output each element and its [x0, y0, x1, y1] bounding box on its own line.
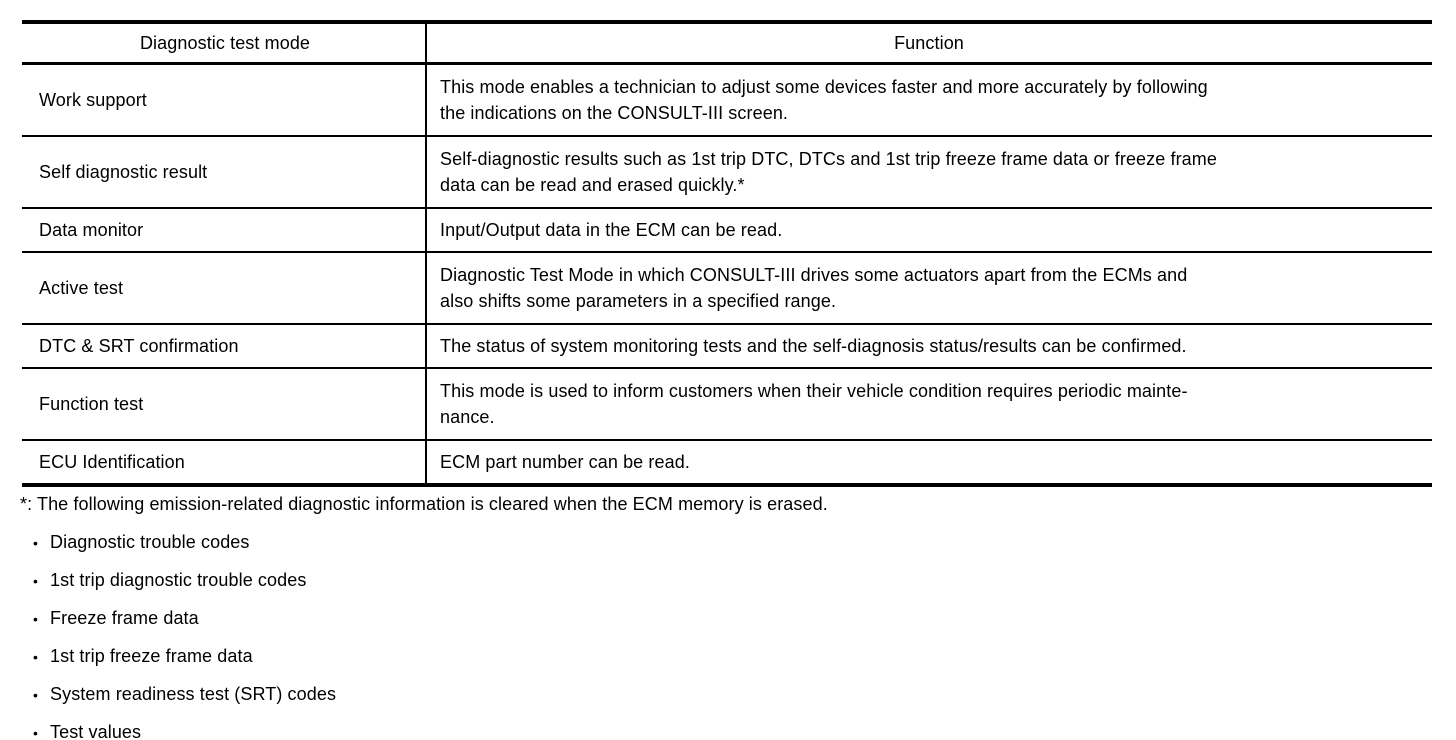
- list-item-test-values: • Test values: [20, 721, 1440, 740]
- list-item-freeze-frame-data: • Freeze frame data: [20, 607, 1440, 630]
- function-cell: The status of system monitoring tests an…: [440, 336, 1187, 356]
- mode-cell: DTC & SRT confirmation: [22, 325, 427, 367]
- function-cell: This mode enables a technician to adjust…: [440, 77, 1208, 123]
- function-cell: ECM part number can be read.: [440, 452, 690, 472]
- bullet-icon: •: [33, 687, 39, 703]
- bullet-icon: •: [33, 535, 39, 551]
- header-diagnostic-test-mode: Diagnostic test mode: [22, 24, 427, 62]
- table-row-data-monitor: Data monitor Input/Output data in the EC…: [22, 209, 1432, 253]
- bullet-icon: •: [33, 573, 39, 589]
- table-row-dtc-srt-confirmation: DTC & SRT confirmation The status of sys…: [22, 325, 1432, 369]
- list-item-diagnostic-trouble-codes: • Diagnostic trouble codes: [20, 531, 1440, 554]
- list-item-system-readiness-test-codes: • System readiness test (SRT) codes: [20, 683, 1440, 706]
- table-row-function-test: Function test This mode is used to infor…: [22, 369, 1432, 441]
- mode-cell: Self diagnostic result: [22, 137, 427, 207]
- mode-cell: ECU Identification: [22, 441, 427, 483]
- mode-cell: Work support: [22, 65, 427, 135]
- header-function: Function: [894, 33, 964, 53]
- footnote-section: *: The following emission-related diagno…: [20, 493, 1440, 740]
- list-item-1st-trip-diagnostic-trouble-codes: • 1st trip diagnostic trouble codes: [20, 569, 1440, 592]
- function-cell: Input/Output data in the ECM can be read…: [440, 220, 783, 240]
- table-header-row: Diagnostic test mode Function: [22, 24, 1432, 65]
- function-cell: Diagnostic Test Mode in which CONSULT-II…: [440, 265, 1188, 311]
- list-item-label: 1st trip freeze frame data: [50, 646, 253, 666]
- list-item-label: Freeze frame data: [50, 608, 199, 628]
- list-item-label: Test values: [50, 722, 142, 740]
- emission-info-list: • Diagnostic trouble codes • 1st trip di…: [20, 531, 1440, 740]
- mode-cell: Active test: [22, 253, 427, 323]
- table-row-active-test: Active test Diagnostic Test Mode in whic…: [22, 253, 1432, 325]
- mode-cell: Function test: [22, 369, 427, 439]
- list-item-1st-trip-freeze-frame-data: • 1st trip freeze frame data: [20, 645, 1440, 668]
- diagnostic-test-mode-table: Diagnostic test mode Function Work suppo…: [22, 20, 1432, 487]
- bullet-icon: •: [33, 725, 39, 740]
- list-item-label: System readiness test (SRT) codes: [50, 684, 337, 704]
- function-cell: This mode is used to inform customers wh…: [440, 381, 1188, 427]
- bullet-icon: •: [33, 611, 39, 627]
- table-row-self-diagnostic-result: Self diagnostic result Self-diagnostic r…: [22, 137, 1432, 209]
- table-row-ecu-identification: ECU Identification ECM part number can b…: [22, 441, 1432, 483]
- bullet-icon: •: [33, 649, 39, 665]
- list-item-label: Diagnostic trouble codes: [50, 532, 250, 552]
- mode-cell: Data monitor: [22, 209, 427, 251]
- function-cell: Self-diagnostic results such as 1st trip…: [440, 149, 1217, 195]
- list-item-label: 1st trip diagnostic trouble codes: [50, 570, 307, 590]
- asterisk-note: *: The following emission-related diagno…: [20, 494, 828, 514]
- table-row-work-support: Work support This mode enables a technic…: [22, 65, 1432, 137]
